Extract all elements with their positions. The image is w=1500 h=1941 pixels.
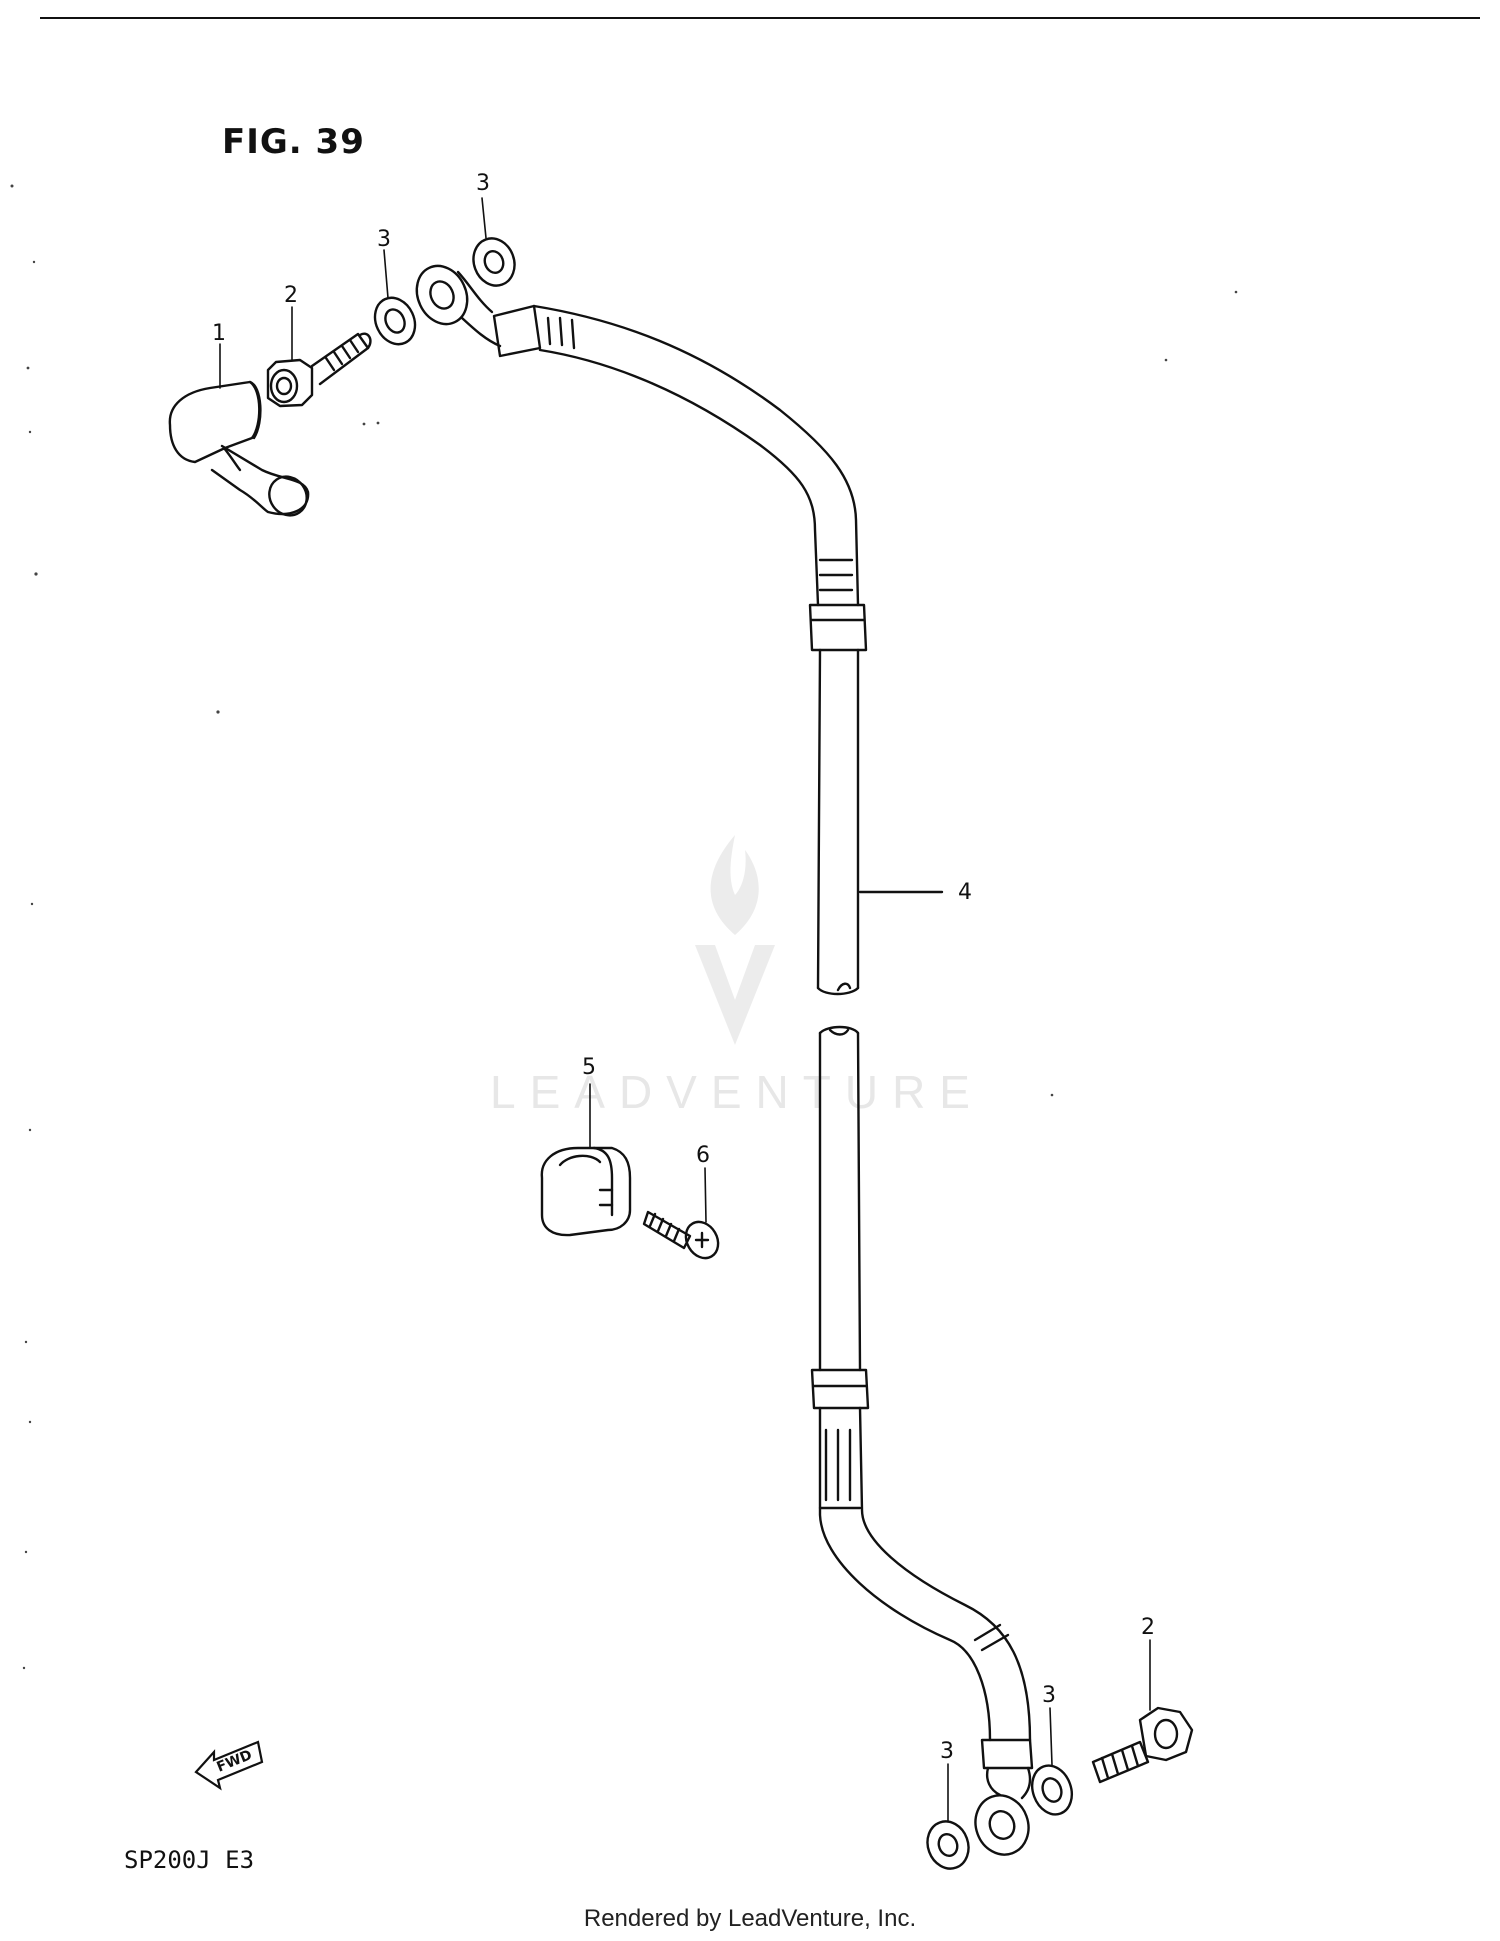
part-3-bottom-washer-a — [1031, 1764, 1073, 1816]
callout-4: 4 — [958, 880, 972, 905]
scan-speckles — [10, 184, 1238, 1670]
part-2-bottom-banjo-bolt — [1091, 1706, 1194, 1784]
callout-leaders — [219, 197, 1151, 1823]
callout-3-bottom-b: 3 — [940, 1739, 954, 1764]
part-3-top-washer-b — [472, 237, 516, 287]
callout-3-bottom-a: 3 — [1042, 1683, 1056, 1708]
callout-2-bottom: 2 — [1141, 1615, 1155, 1640]
part-4-brake-hose — [415, 264, 1034, 1856]
part-1-boot — [168, 380, 310, 517]
callout-2-top: 2 — [284, 283, 298, 308]
footer-credit: Rendered by LeadVenture, Inc. — [583, 1905, 917, 1932]
callout-5: 5 — [582, 1055, 596, 1080]
part-3-bottom-washer-b — [926, 1820, 970, 1870]
callout-3-top-b: 3 — [476, 171, 490, 196]
model-code: SP200J E3 — [124, 1846, 255, 1874]
top-rule — [40, 17, 1480, 19]
callout-6: 6 — [696, 1143, 710, 1168]
watermark-text: LEADVENTURE — [490, 1066, 984, 1118]
callout-1: 1 — [212, 321, 226, 346]
part-3-top-washer-a — [373, 296, 417, 346]
part-5-clamp — [540, 1146, 632, 1237]
fwd-arrow-icon: FWD — [194, 1740, 264, 1791]
figure-title: FIG. 39 — [222, 122, 365, 162]
callout-3-top-a: 3 — [377, 227, 391, 252]
part-2-top-banjo-bolt — [266, 332, 372, 408]
part-6-screw — [642, 1210, 720, 1260]
watermark-logo — [695, 835, 775, 1045]
